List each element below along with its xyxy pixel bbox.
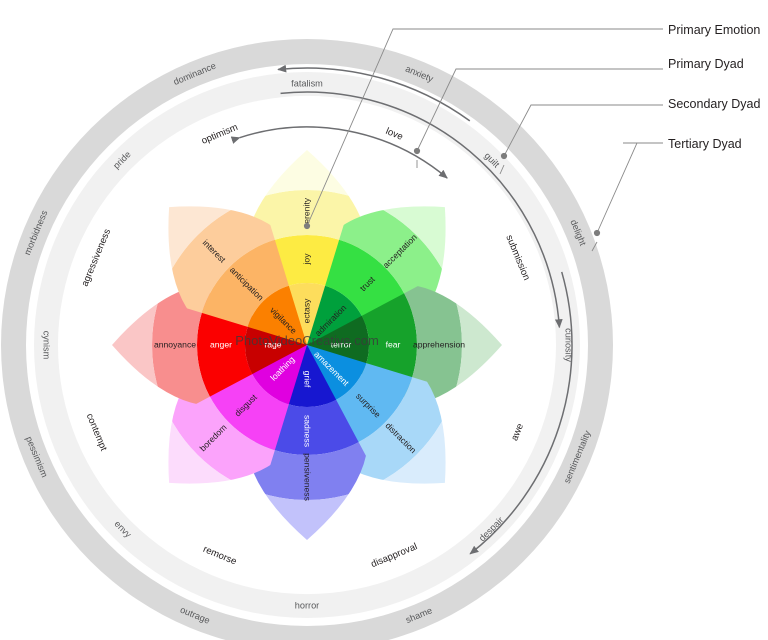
surprise-petal-band-3 xyxy=(352,390,446,484)
legend-item-primary-emotion: Primary Emotion xyxy=(668,16,760,44)
surprise-petal-band-2 xyxy=(339,377,446,484)
arrow-to-fatalism-outer xyxy=(277,64,471,122)
legend-leaders xyxy=(303,28,663,252)
fear-petal-label-fear: fear xyxy=(386,339,401,349)
label-tick-1 xyxy=(499,164,505,175)
anticipation-petal-band-1 xyxy=(201,239,289,327)
legend: Primary Emotion Primary Dyad Secondary D… xyxy=(668,16,760,164)
legend-item-secondary-dyad: Secondary Dyad xyxy=(668,84,760,124)
primary-dyad-contempt: contempt xyxy=(84,412,109,453)
anticipation-petal xyxy=(168,206,307,345)
trust-petal-band-2 xyxy=(339,206,446,313)
anticipation-petal-band-0 xyxy=(247,285,307,345)
legend-item-primary-dyad: Primary Dyad xyxy=(668,44,760,84)
secondary-dyad-cynism: cynism xyxy=(42,331,52,360)
tertiary-dyad-endpoint-dot xyxy=(593,229,601,237)
primary-emotion-leader xyxy=(306,28,663,227)
primary-dyad-endpoint-dot xyxy=(413,147,421,155)
legend-label-primary-dyad: Primary Dyad xyxy=(668,57,744,71)
primary-dyad-love: love xyxy=(384,126,404,143)
secondary-dyad-endpoint-dot xyxy=(500,152,508,160)
fear-petal-label-terror: terror xyxy=(331,339,352,349)
anticipation-petal-band-2 xyxy=(168,206,275,313)
disgust-petal-band-2 xyxy=(168,377,275,484)
secondary-dyad-fatalism: fatalism xyxy=(291,78,323,88)
legend-label-secondary-dyad: Secondary Dyad xyxy=(668,97,761,111)
sadness-petal-label-grief: grief xyxy=(303,371,313,388)
legend-label-primary-emotion: Primary Emotion xyxy=(668,23,761,37)
legend-item-tertiary-dyad: Tertiary Dyad xyxy=(668,124,760,164)
sadness-petal-label-pensiveness: pensiveness xyxy=(303,453,313,501)
trust-petal-band-3 xyxy=(352,206,446,300)
legend-label-tertiary-dyad: Tertiary Dyad xyxy=(668,137,742,151)
anger-petal-label-rage: rage xyxy=(264,339,281,349)
secondary-dyad-curiosity: curiosity xyxy=(564,328,574,362)
tertiary-dyad-arrow-delight xyxy=(469,271,573,555)
watermark-text: PhotoVideoCreative.com xyxy=(235,333,379,348)
fear-petal-label-apprehension: apprehension xyxy=(413,339,465,349)
primary-dyad-leader xyxy=(416,68,663,152)
primary-dyad-agressiveness: agressiveness xyxy=(80,227,114,288)
label-tick-2 xyxy=(591,241,598,252)
disgust-petal-band-3 xyxy=(168,390,262,484)
secondary-dyad-arrow-guilt xyxy=(280,91,563,329)
primary-emotion-endpoint-dot xyxy=(303,222,311,230)
anger-petal-label-anger: anger xyxy=(210,339,232,349)
joy-petal-label-joy: joy xyxy=(301,253,311,266)
sadness-petal-label-sadness: sadness xyxy=(303,415,313,447)
anger-petal-label-annoyance: annoyance xyxy=(154,339,196,349)
primary-dyad-remorse: remorse xyxy=(201,544,238,568)
primary-dyad-optimism: optimism xyxy=(200,122,240,147)
anticipation-petal-band-3 xyxy=(168,206,262,300)
primary-dyad-submission: submission xyxy=(503,233,532,282)
primary-dyad-awe: awe xyxy=(509,422,526,442)
joy-petal-label-ectasy: ectasy xyxy=(301,298,311,324)
joy-petal-label-serenity: serenity xyxy=(301,197,311,228)
primary-dyad-disapproval: disapproval xyxy=(369,541,419,570)
secondary-dyad-leader xyxy=(503,104,663,157)
tertiary-dyad-leader xyxy=(596,142,663,234)
secondary-dyad-horror: horror xyxy=(295,600,320,610)
